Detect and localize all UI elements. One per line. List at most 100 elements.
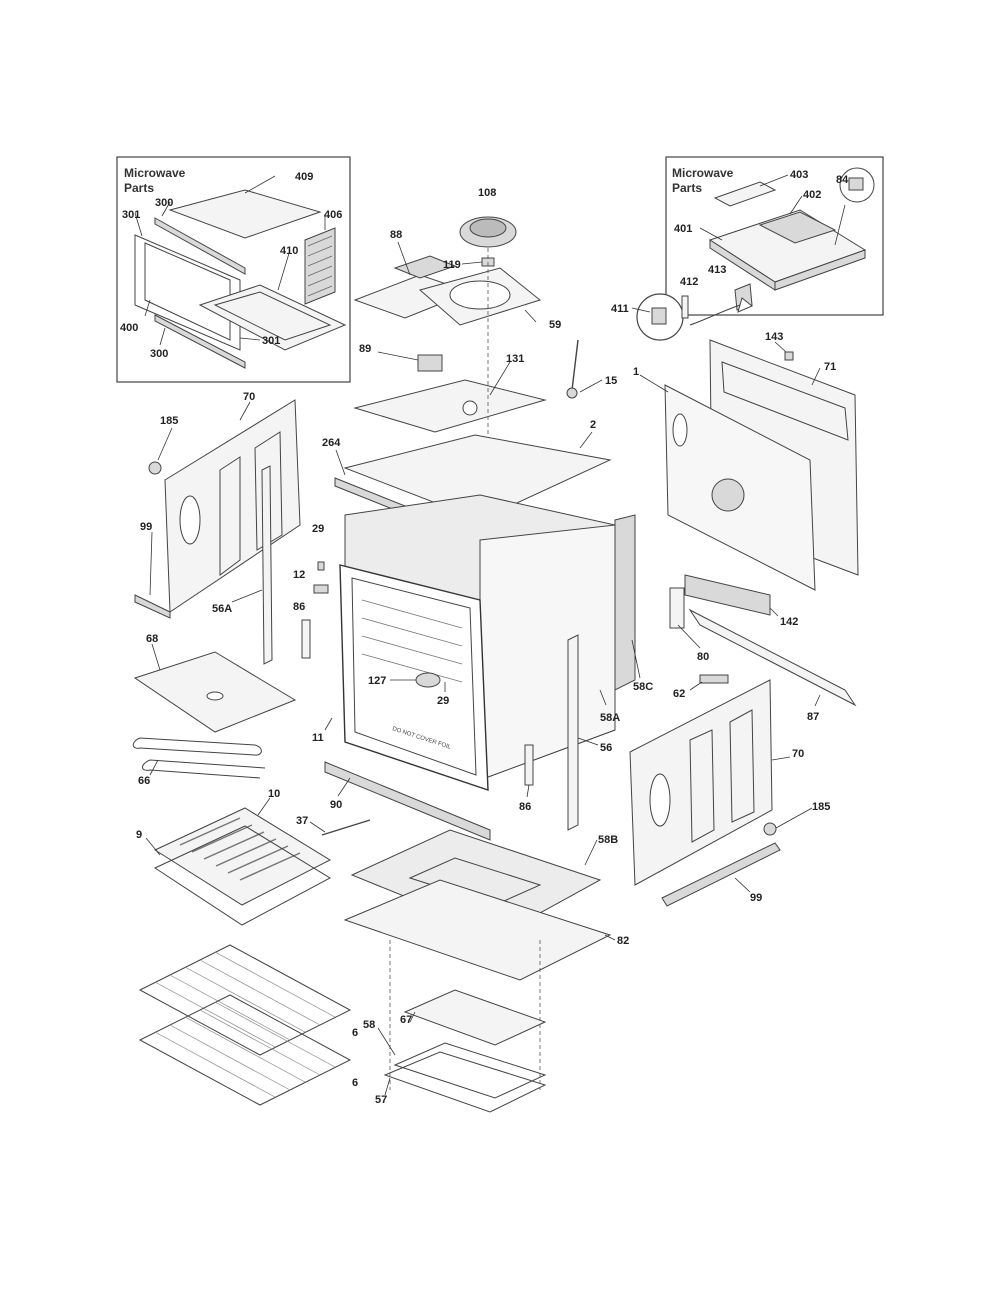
part-67-tray — [403, 989, 547, 1046]
part-402-shield — [758, 211, 837, 244]
callout-412: 412 — [680, 276, 698, 288]
bake-element-group: 68 66 — [132, 633, 297, 787]
callout-185-right: 185 — [812, 801, 830, 813]
callout-67: 67 — [400, 1014, 412, 1026]
part-406-grille — [304, 227, 336, 305]
callout-57: 57 — [375, 1094, 387, 1106]
part-300-strip-bottom — [154, 314, 246, 369]
callout-131: 131 — [506, 353, 524, 365]
part-90-trim — [324, 761, 491, 841]
callout-99-right: 99 — [750, 892, 762, 904]
callout-12: 12 — [293, 569, 305, 581]
part-15-sensor — [571, 339, 579, 391]
oven-racks-group: 6 6 — [138, 944, 358, 1106]
callout-10: 10 — [268, 788, 280, 800]
callout-29-top: 29 — [312, 523, 324, 535]
part-11-door-frame — [339, 564, 489, 791]
callout-84: 84 — [836, 174, 849, 186]
part-411-412-413-group: 411 412 413 — [611, 264, 753, 341]
right-side-panel-group: 70 185 99 — [629, 679, 830, 907]
callout-185-left: 185 — [160, 415, 178, 427]
part-57-bottom-cover — [383, 1051, 547, 1113]
callout-9: 9 — [136, 829, 142, 841]
part-70-side-panel-right — [629, 679, 773, 886]
left-small-parts: 29 12 86 — [293, 523, 329, 659]
part-10-broil-grid — [153, 807, 332, 906]
part-89-motor — [417, 354, 443, 372]
callout-58B: 58B — [598, 834, 618, 846]
callout-1: 1 — [633, 366, 639, 378]
part-142-bracket — [684, 574, 771, 616]
callout-59: 59 — [549, 319, 561, 331]
part-70-side-panel-left — [164, 399, 301, 613]
left-inset-title-line1: Microwave — [124, 166, 186, 180]
part-410-tray — [198, 284, 347, 351]
callout-68: 68 — [146, 633, 158, 645]
callout-400: 400 — [120, 322, 138, 334]
right-inset-title-line1: Microwave — [672, 166, 734, 180]
part-99-trim-left — [134, 594, 171, 619]
part-66-bake-element — [132, 737, 266, 779]
part-99-trim-right — [661, 842, 781, 907]
callout-142: 142 — [780, 616, 798, 628]
part-12-clip — [313, 584, 329, 594]
callout-401: 401 — [674, 223, 692, 235]
left-inset-title-line2: Parts — [124, 181, 154, 195]
callout-70-left: 70 — [243, 391, 255, 403]
part-82-bottom-frame — [343, 879, 612, 981]
part-37-rod — [321, 819, 371, 836]
oven-cavity: DO NOT COVER FOIL 127 29 11 — [312, 494, 636, 791]
part-87-channel — [688, 608, 857, 707]
part-409-panel — [168, 189, 322, 239]
part-86-hinge-left — [301, 619, 311, 659]
callout-413: 413 — [708, 264, 726, 276]
callout-402: 402 — [803, 189, 821, 201]
part-127-light — [415, 672, 441, 688]
part-58-plate — [393, 1042, 547, 1099]
front-lower-parts: 90 37 86 56 58A 58C — [296, 634, 653, 841]
left-side-panel-group: 70 185 99 56A — [134, 391, 301, 665]
callout-37: 37 — [296, 815, 308, 827]
callout-300-top: 300 — [155, 197, 173, 209]
rear-lower-parts: 142 80 62 87 — [669, 574, 857, 723]
callout-70-right: 70 — [792, 748, 804, 760]
part-56-rail — [567, 634, 579, 831]
callout-58A: 58A — [600, 712, 620, 724]
callout-301-right: 301 — [262, 335, 280, 347]
callout-86-right: 86 — [519, 801, 531, 813]
callout-56A: 56A — [212, 603, 232, 615]
part-412 — [681, 295, 689, 319]
right-microwave-parts-inset: Microwave Parts 403 402 401 84 — [665, 156, 884, 316]
callout-56: 56 — [600, 742, 612, 754]
callout-87: 87 — [807, 711, 819, 723]
part-9-broil-pan — [153, 825, 332, 926]
callout-6-upper: 6 — [352, 1027, 358, 1039]
part-131-plate — [353, 379, 547, 433]
part-400-frame — [134, 234, 241, 351]
callout-410: 410 — [280, 245, 298, 257]
callout-264: 264 — [322, 437, 341, 449]
callout-6-lower: 6 — [352, 1077, 358, 1089]
callout-66: 66 — [138, 775, 150, 787]
callout-90: 90 — [330, 799, 342, 811]
broil-pan-group: 10 9 — [136, 788, 332, 926]
callout-108: 108 — [478, 187, 496, 199]
callout-127: 127 — [368, 675, 386, 687]
callout-403: 403 — [790, 169, 808, 181]
callout-86-left: 86 — [293, 601, 305, 613]
callout-143: 143 — [765, 331, 783, 343]
callout-411: 411 — [611, 303, 629, 315]
part-143-clip — [784, 351, 794, 361]
part-80-bracket — [669, 587, 685, 629]
bottom-tray-group: 58B 82 67 58 57 — [343, 829, 629, 1113]
part-86-hinge-right — [524, 744, 534, 786]
callout-119: 119 — [443, 259, 461, 271]
part-6-rack-lower — [138, 994, 352, 1106]
part-62-terminal — [699, 674, 729, 684]
callout-58: 58 — [363, 1019, 375, 1031]
callout-301-left: 301 — [122, 209, 140, 221]
callout-82: 82 — [617, 935, 629, 947]
callout-406: 406 — [324, 209, 342, 221]
callout-409: 409 — [295, 171, 313, 183]
